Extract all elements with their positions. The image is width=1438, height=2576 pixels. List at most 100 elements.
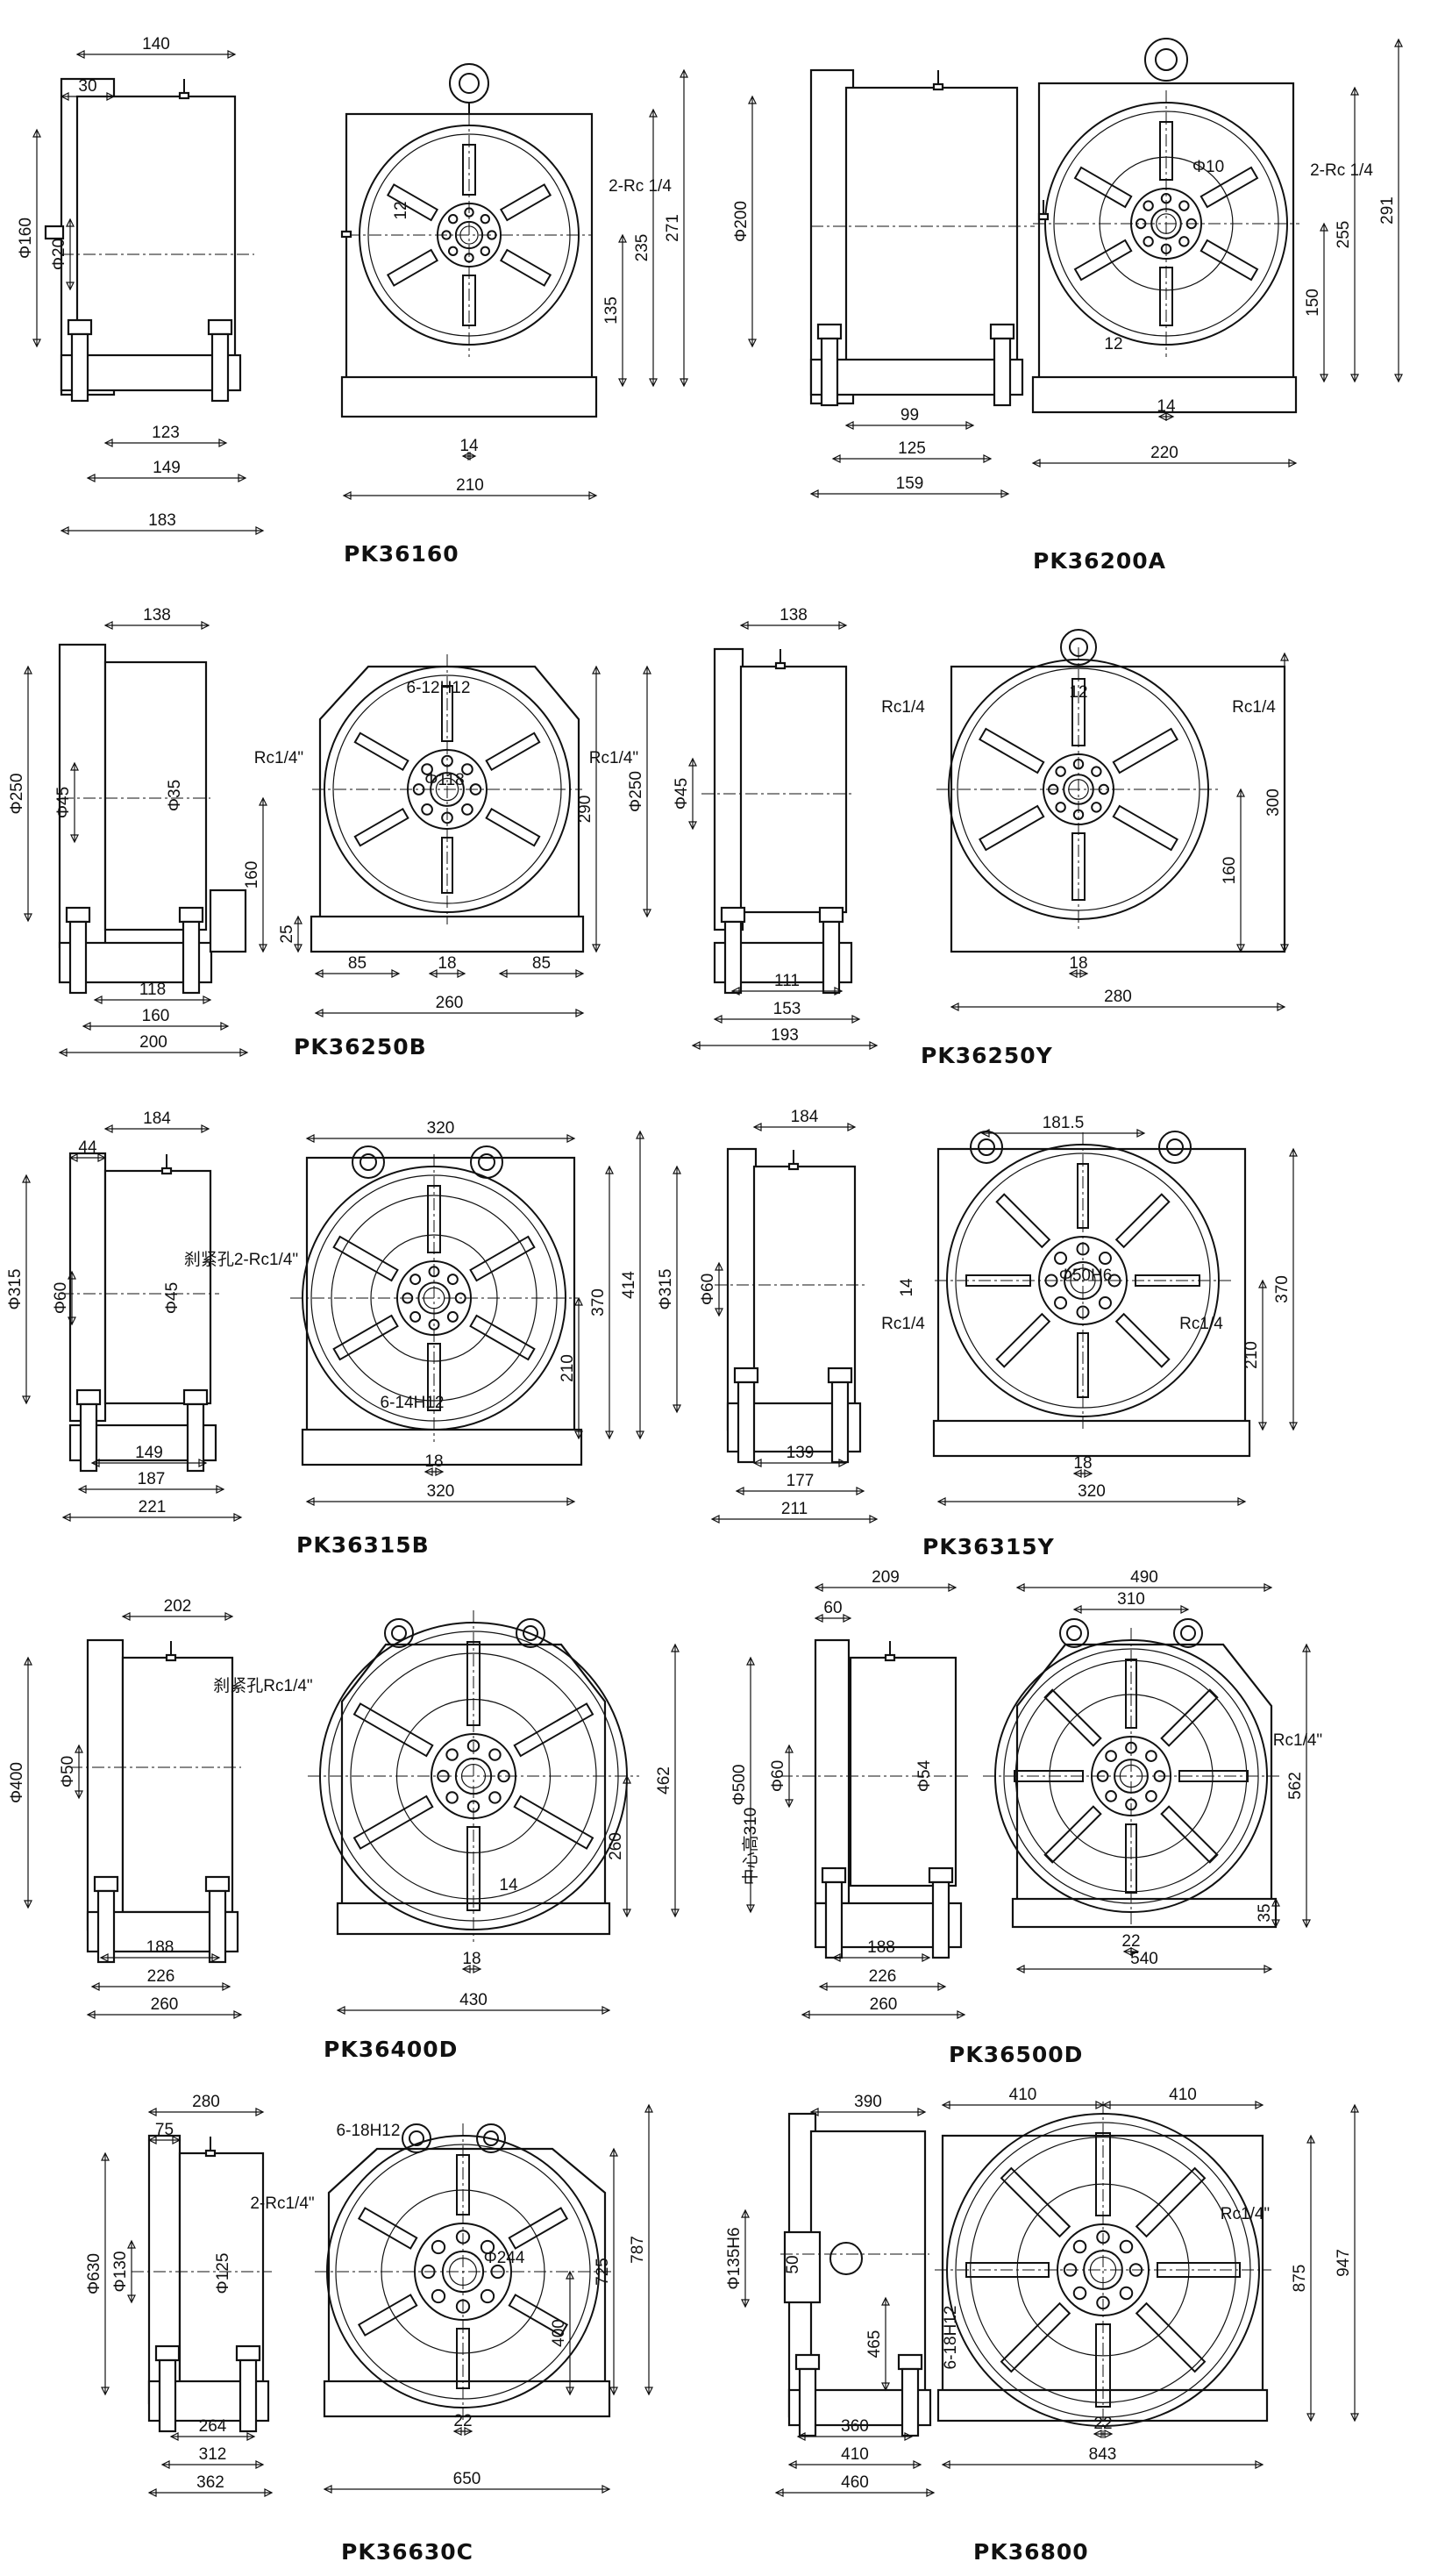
t-slot — [1000, 2301, 1071, 2373]
arrowhead — [1104, 2430, 1114, 2438]
stud-base — [1037, 212, 1050, 221]
t-slot — [499, 183, 552, 222]
arrowhead — [574, 1296, 583, 1306]
arrowhead — [1302, 1919, 1311, 1929]
model-title-pk36315y: PK36315Y — [922, 1534, 1055, 1559]
arrowhead — [623, 1909, 631, 1918]
arrowhead — [948, 1583, 957, 1592]
clamp-nut — [720, 906, 746, 924]
t-slot — [1043, 1688, 1102, 1747]
dimension-label: Φ60 — [52, 1282, 70, 1314]
arrowhead — [814, 1614, 823, 1623]
arrowhead — [1320, 222, 1328, 232]
arrowhead — [121, 1612, 131, 1621]
t-slot — [1112, 804, 1178, 852]
lifting-eye-hole — [391, 1625, 407, 1641]
arrowhead — [1289, 1422, 1298, 1431]
dimension-label: 200 — [139, 1033, 167, 1052]
arrowhead — [1072, 1469, 1082, 1478]
dimension-label: 414 — [620, 1271, 638, 1299]
dimension-label: 188 — [146, 1938, 174, 1957]
t-slot — [995, 1312, 1051, 1368]
clamp-bolt — [210, 332, 230, 403]
dimension-label: 291 — [1378, 196, 1397, 225]
lifting-eye-hole — [1066, 1625, 1082, 1641]
model-title-pk36250b: PK36250B — [294, 1034, 427, 1060]
t-slot — [386, 183, 439, 222]
arrowhead — [814, 1583, 823, 1592]
arrowhead — [24, 665, 32, 674]
arrowhead — [305, 1134, 315, 1143]
base-front — [932, 1419, 1251, 1458]
dimension-label: Φ20 — [50, 239, 68, 270]
arrowhead — [609, 2147, 618, 2157]
arrowhead — [957, 2010, 966, 2019]
arrowhead — [913, 2460, 922, 2469]
hub-bolt-hole — [1054, 1295, 1068, 1309]
stud-base — [774, 661, 787, 670]
dimension-label: 260 — [436, 994, 464, 1012]
t-slot — [353, 731, 409, 772]
arrowhead — [103, 439, 113, 447]
dimension-label: 160 — [1221, 857, 1239, 885]
dimension-label: Rc1/4" — [1221, 2205, 1270, 2223]
arrowhead — [644, 2387, 653, 2396]
dimension-label: Φ60 — [699, 1274, 717, 1305]
arrowhead — [1280, 944, 1289, 953]
stud-base — [884, 1653, 896, 1662]
arrowhead — [32, 339, 41, 348]
dimension-label: Φ54 — [915, 1759, 934, 1792]
arrowhead — [904, 2432, 914, 2441]
stud-base — [340, 230, 352, 239]
hub-bolt-hole — [461, 763, 473, 775]
arrowhead — [90, 1982, 100, 1991]
t-slot — [1178, 1770, 1249, 1782]
arrowhead — [688, 757, 697, 767]
dimension-label: 390 — [854, 2093, 882, 2111]
hub-bolt-hole — [1098, 1252, 1112, 1266]
t-slot — [979, 804, 1045, 852]
t-slot — [1135, 1274, 1200, 1287]
dimension-label: Φ250 — [627, 771, 645, 812]
base-side — [60, 353, 242, 392]
base-front — [1031, 375, 1298, 414]
lifting-eye-hole — [478, 1153, 495, 1171]
hub-bolt-hole — [431, 2239, 446, 2255]
arrowhead — [748, 339, 757, 348]
arrowhead — [774, 2488, 784, 2497]
t-slot — [427, 1185, 441, 1253]
dimension-label: 6-18H12 — [337, 2122, 401, 2140]
dimension-label: 209 — [872, 1568, 900, 1587]
t-slot — [965, 2262, 1050, 2278]
arrowhead — [801, 2010, 810, 2019]
dimension-label: 181.5 — [1043, 1114, 1085, 1132]
clamp-bolt — [182, 920, 201, 995]
arrowhead — [82, 1022, 91, 1031]
t-slot — [386, 248, 439, 287]
dimension-label: 85 — [532, 954, 551, 973]
arrowhead — [1306, 2413, 1315, 2423]
t-slot — [1125, 1823, 1137, 1894]
dimension-label: 139 — [787, 1444, 815, 1462]
arrowhead — [1015, 1965, 1025, 1973]
arrowhead — [1165, 412, 1175, 421]
arrowhead — [314, 969, 324, 978]
dimension-label: 140 — [142, 35, 170, 54]
arrowhead — [101, 2387, 110, 2396]
clamp-nut — [204, 1875, 231, 1893]
hub-bolt-hole — [488, 1748, 502, 1761]
dimension-label: 2-Rc1/4" — [250, 2194, 314, 2213]
dimension-label: Rc1/4" — [254, 749, 303, 767]
arrowhead — [844, 421, 854, 430]
arrowhead — [246, 2432, 256, 2441]
dimension-label: 310 — [1117, 1590, 1145, 1609]
arrowhead — [941, 2460, 950, 2469]
arrowhead — [881, 2296, 890, 2306]
dimension-label: 138 — [780, 606, 808, 624]
clamp-bolt — [238, 2358, 258, 2433]
motor-circle — [829, 2242, 863, 2275]
dimension-label: 12 — [1104, 335, 1122, 353]
arrowhead — [203, 995, 212, 1004]
model-title-pk36250y: PK36250Y — [921, 1043, 1053, 1068]
arrowhead — [424, 1467, 433, 1476]
